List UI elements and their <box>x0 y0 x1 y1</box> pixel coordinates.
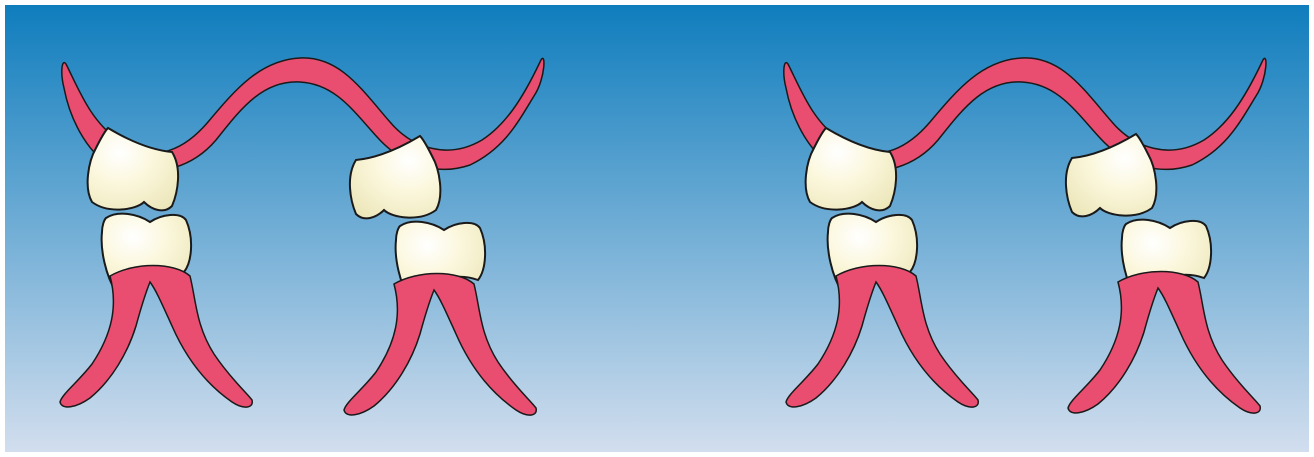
dental-occlusion-diagram <box>0 0 1314 457</box>
diagram-canvas <box>0 0 1314 457</box>
